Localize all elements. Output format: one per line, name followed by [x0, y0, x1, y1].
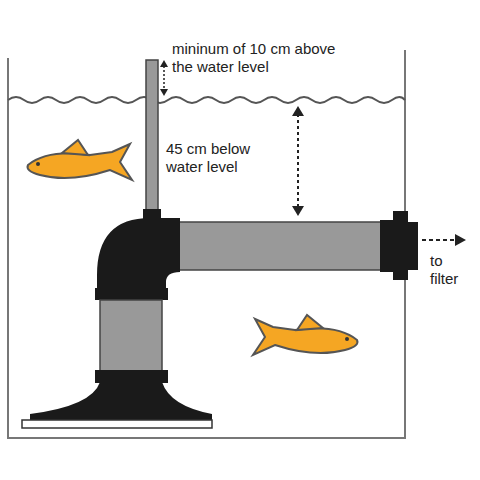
vertical-pipe — [100, 300, 162, 372]
vent-cap — [143, 209, 161, 221]
arrow-head — [160, 60, 168, 67]
horizontal-pipe — [175, 222, 382, 270]
dimension-arrow — [163, 66, 165, 90]
dimension-arrow — [297, 114, 299, 208]
bulkhead-flange — [393, 211, 408, 280]
fish-fin — [297, 315, 323, 330]
intake-bell — [30, 382, 212, 420]
bulkhead-nut — [380, 220, 394, 272]
pipe-elbow — [97, 218, 180, 292]
fish — [253, 315, 358, 355]
vent-pipe — [146, 60, 158, 212]
fish-eye — [36, 162, 40, 166]
fish-eye — [345, 337, 349, 341]
arrow-head — [455, 234, 466, 246]
flow-arrow — [422, 239, 457, 241]
fish — [28, 140, 133, 180]
dimension-label: 45 cm below water level — [166, 140, 276, 176]
arrow-head — [292, 106, 304, 116]
arrow-head — [292, 206, 304, 216]
flow-label: to filter — [430, 252, 474, 288]
bulkhead-outlet — [407, 222, 418, 270]
tank-wall — [8, 50, 405, 438]
dimension-label: mininum of 10 cm above the water level — [172, 40, 352, 76]
water-surface — [8, 97, 405, 103]
fish-fin — [62, 140, 88, 155]
pipe-coupling — [95, 288, 168, 300]
pipe-coupling — [95, 370, 168, 383]
arrow-head — [160, 89, 168, 96]
intake-plate — [22, 420, 212, 428]
